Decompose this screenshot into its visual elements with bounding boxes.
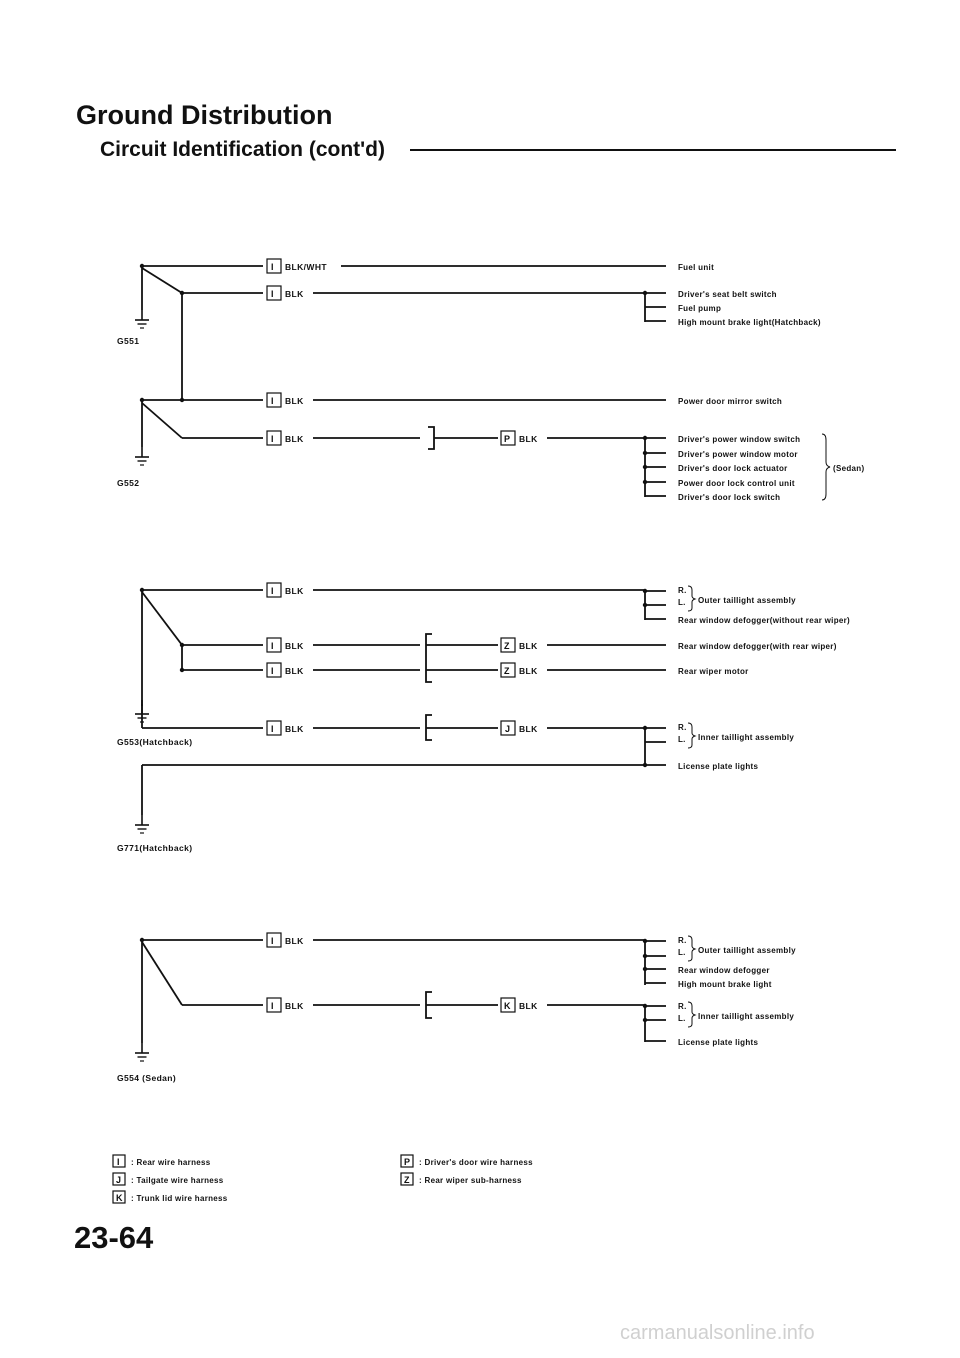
page-title: Ground Distribution <box>76 100 333 130</box>
side-label: R. <box>678 1002 687 1011</box>
page-subtitle: Circuit Identification (cont'd) <box>100 138 385 161</box>
legend-code: J <box>116 1175 121 1185</box>
connector-code: I <box>271 724 274 734</box>
component-label: Rear window defogger <box>678 966 770 975</box>
wire-color-label: BLK <box>285 396 304 406</box>
side-label: R. <box>678 936 687 945</box>
component-label: Inner taillight assembly <box>698 1012 794 1021</box>
page-number: 23-64 <box>74 1220 154 1255</box>
connector-code: I <box>271 396 274 406</box>
wire-color-label: BLK <box>285 1001 304 1011</box>
wire-color-label: BLK/WHT <box>285 262 327 272</box>
subtitle-rule <box>410 149 896 151</box>
ground-symbol-g554 <box>134 1042 150 1062</box>
legend-text: : Trunk lid wire harness <box>131 1194 228 1203</box>
wire-color-label: BLK <box>285 289 304 299</box>
connector-code: J <box>505 724 510 734</box>
wire-color-label: BLK <box>285 666 304 676</box>
watermark: carmanualsonline.info <box>620 1322 815 1344</box>
component-label: Outer taillight assembly <box>698 596 796 605</box>
wire-color-label: BLK <box>285 724 304 734</box>
connector-code: I <box>271 289 274 299</box>
legend-text: : Rear wiper sub-harness <box>419 1176 522 1185</box>
connector-code: Z <box>504 666 510 676</box>
component-label: License plate lights <box>678 762 758 771</box>
component-label: High mount brake light(Hatchback) <box>678 318 821 327</box>
connector-code: I <box>271 434 274 444</box>
connector-code: P <box>504 434 510 444</box>
wire-color-label: BLK <box>285 586 304 596</box>
legend-code: P <box>404 1157 410 1167</box>
side-label: L. <box>678 948 686 957</box>
sedan-brace <box>821 433 831 501</box>
component-label: Power door lock control unit <box>678 479 795 488</box>
connector-code: I <box>271 586 274 596</box>
connector-code: I <box>271 666 274 676</box>
connector-code: I <box>271 641 274 651</box>
side-label: L. <box>678 598 686 607</box>
legend-text: : Driver's door wire harness <box>419 1158 533 1167</box>
ground-label-g551: G551 <box>117 336 139 346</box>
ground-label-g552: G552 <box>117 478 139 488</box>
ground-symbol-g771 <box>134 814 150 834</box>
connector-code: I <box>271 262 274 272</box>
component-label: Fuel unit <box>678 263 714 272</box>
wire-color-label: BLK <box>519 666 538 676</box>
ground-label-g553: G553(Hatchback) <box>117 737 192 747</box>
component-label: Driver's power window motor <box>678 450 798 459</box>
side-label: L. <box>678 735 686 744</box>
connector-code: Z <box>504 641 510 651</box>
component-label: Rear wiper motor <box>678 667 749 676</box>
legend-code: K <box>116 1193 123 1203</box>
component-label: Driver's door lock switch <box>678 493 780 502</box>
component-label: Driver's seat belt switch <box>678 290 777 299</box>
connector-code: K <box>504 1001 511 1011</box>
component-label: Outer taillight assembly <box>698 946 796 955</box>
connector-code: I <box>271 1001 274 1011</box>
ground-symbol-g551 <box>134 309 150 329</box>
component-label: Fuel pump <box>678 304 721 313</box>
side-label: R. <box>678 586 687 595</box>
connector-code: I <box>271 936 274 946</box>
wire-color-label: BLK <box>285 434 304 444</box>
component-label: High mount brake light <box>678 980 772 989</box>
wire-color-label: BLK <box>519 724 538 734</box>
wire-color-label: BLK <box>285 936 304 946</box>
legend-code: Z <box>404 1175 410 1185</box>
legend-text: : Rear wire harness <box>131 1158 211 1167</box>
wire-color-label: BLK <box>519 434 538 444</box>
side-label: L. <box>678 1014 686 1023</box>
legend-text: : Tailgate wire harness <box>131 1176 224 1185</box>
component-label: (Sedan) <box>833 464 864 473</box>
component-label: Rear window defogger(without rear wiper) <box>678 616 850 625</box>
component-label: Power door mirror switch <box>678 397 782 406</box>
wire-color-label: BLK <box>519 641 538 651</box>
legend-code: I <box>117 1157 120 1167</box>
ground-label-g554: G554 (Sedan) <box>117 1073 176 1083</box>
component-label: Inner taillight assembly <box>698 733 794 742</box>
wire-color-label: BLK <box>285 641 304 651</box>
component-label: Driver's door lock actuator <box>678 464 788 473</box>
component-label: Driver's power window switch <box>678 435 800 444</box>
ground-symbol-g552 <box>134 446 150 466</box>
component-label: Rear window defogger(with rear wiper) <box>678 642 837 651</box>
component-label: License plate lights <box>678 1038 758 1047</box>
ground-label-g771: G771(Hatchback) <box>117 843 192 853</box>
side-label: R. <box>678 723 687 732</box>
wire-color-label: BLK <box>519 1001 538 1011</box>
